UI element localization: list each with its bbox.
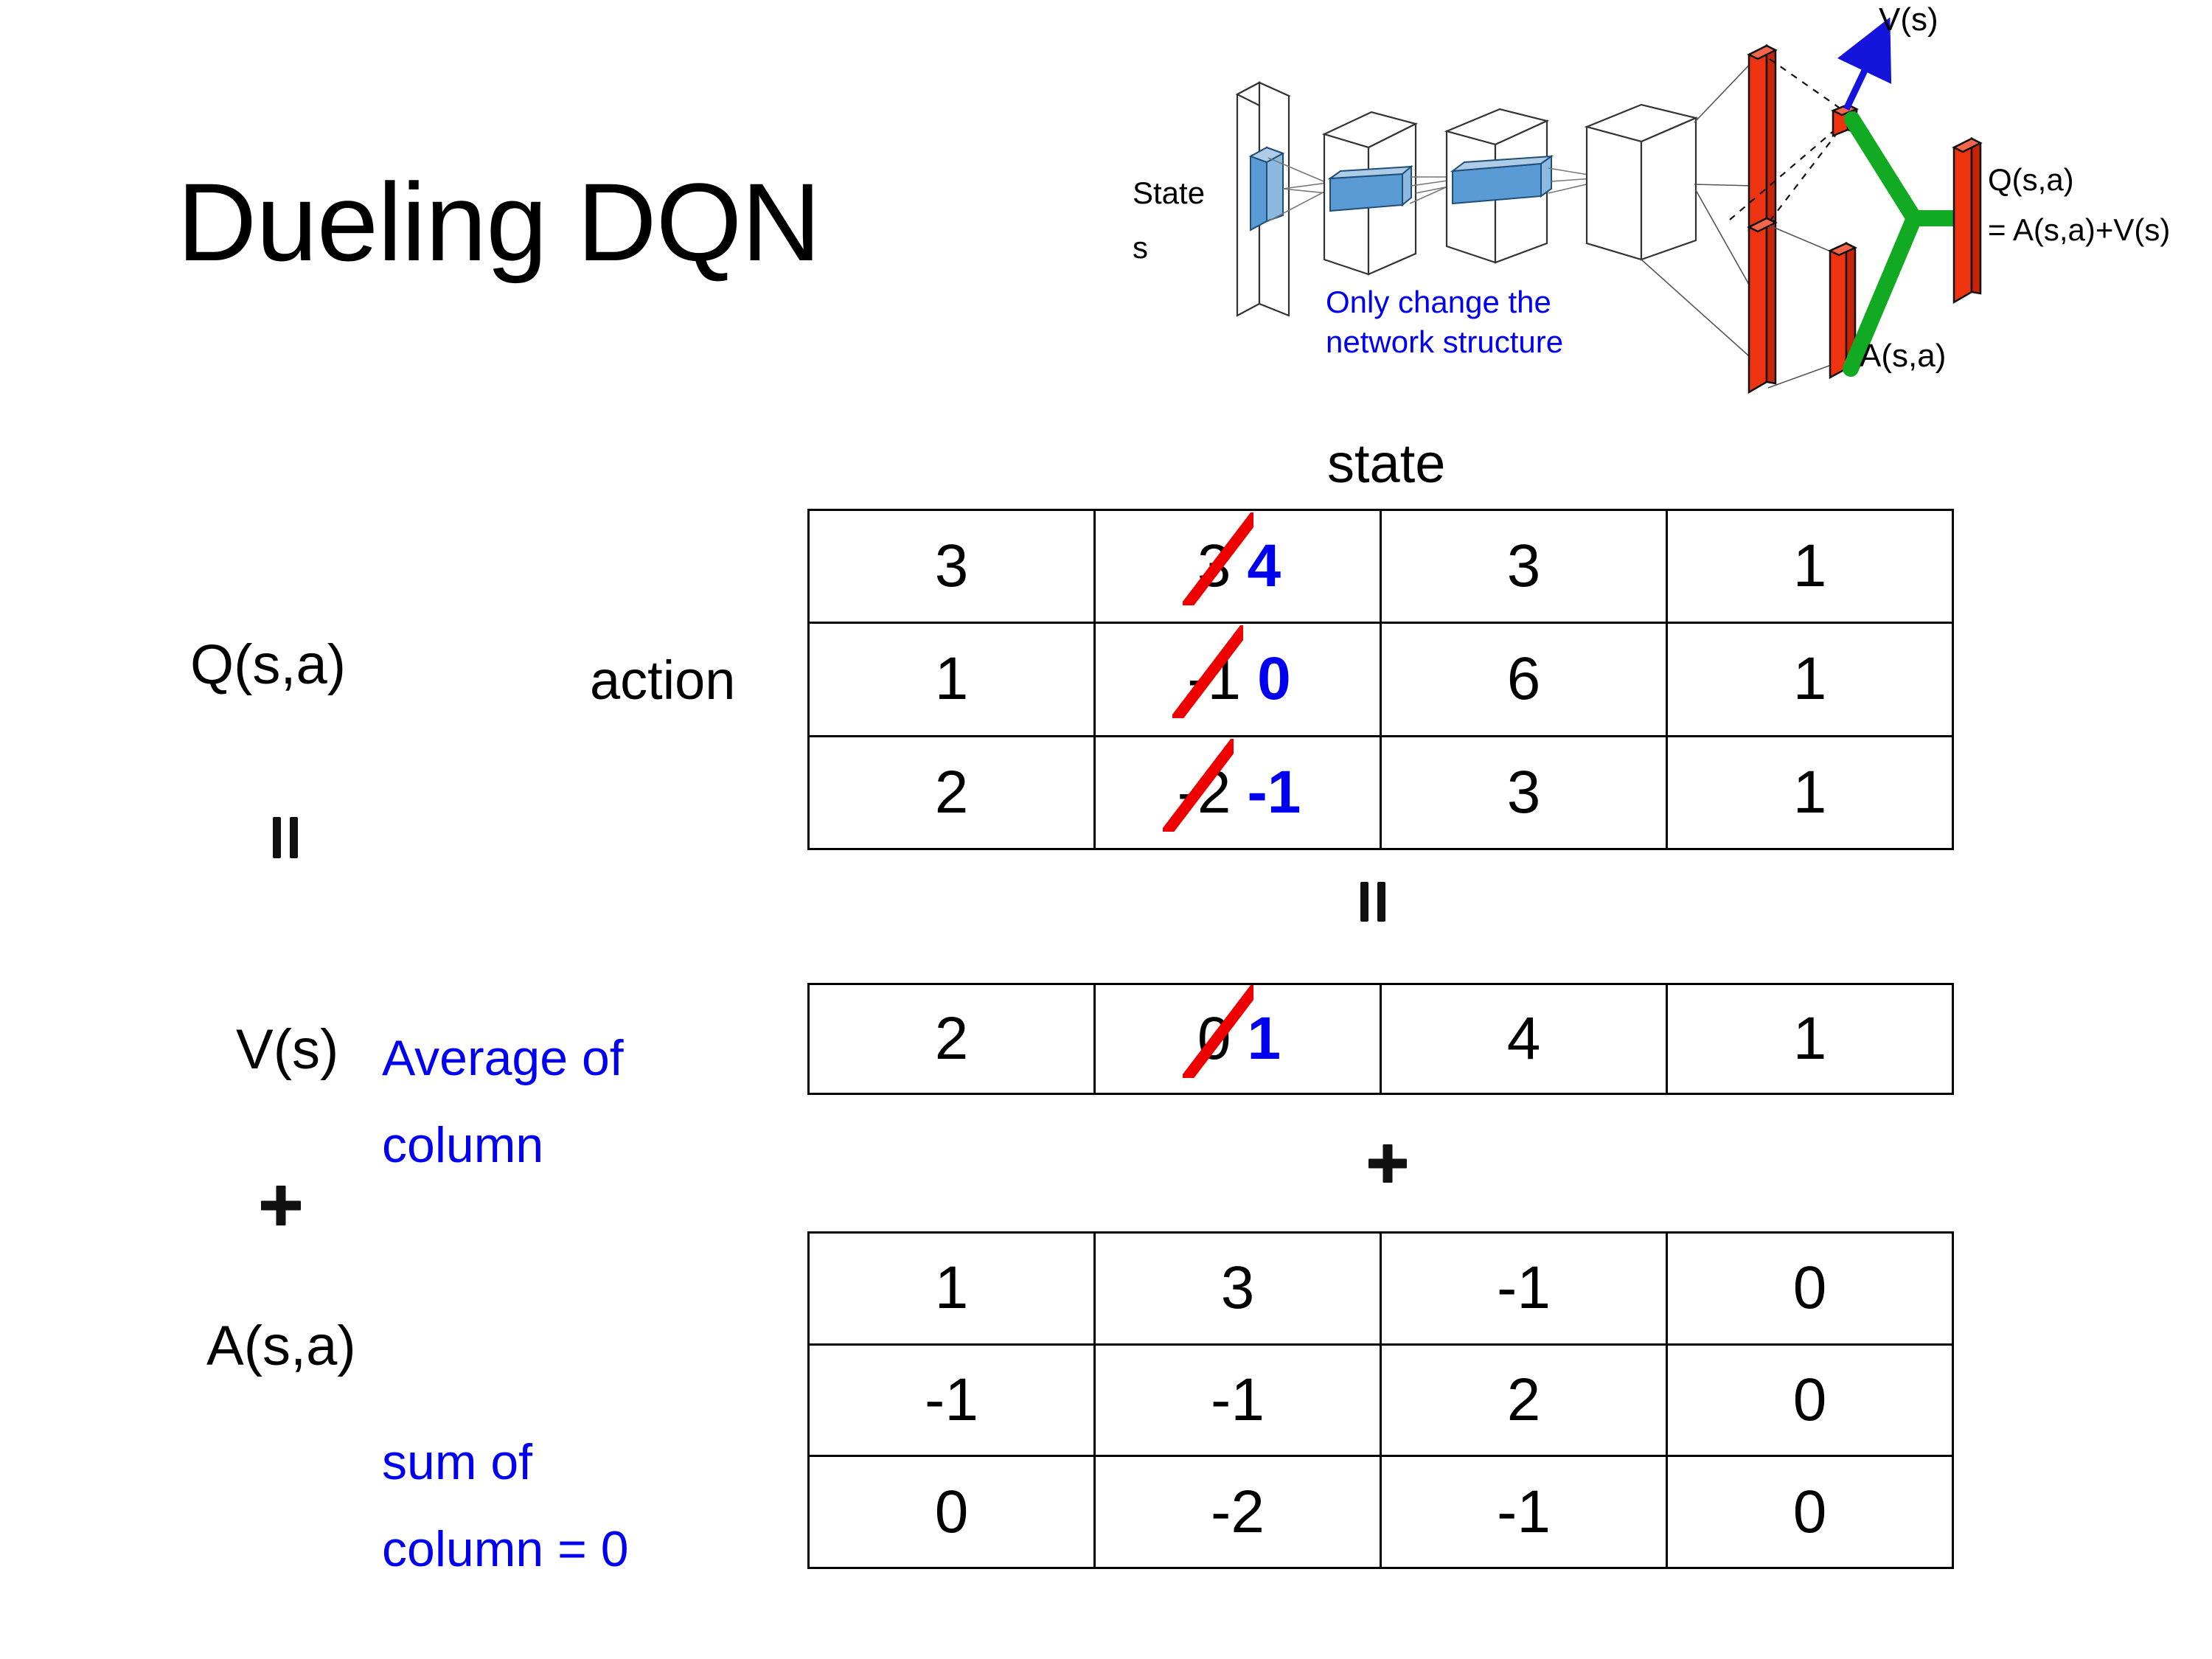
a-cell-r2c2: -1 [1380,1455,1668,1569]
a-cell-r0c2: -1 [1380,1231,1668,1346]
table-row: 2 -2-1 3 1 [807,734,1954,851]
a-cell-r0c0: 1 [807,1231,1096,1346]
conv-cube-3 [1584,103,1699,261]
a-cell-r2c0: 0 [807,1455,1096,1569]
a-cell-r1c0: -1 [807,1343,1096,1458]
a-cell-r0c1: 3 [1093,1231,1382,1346]
new-value: 0 [1257,645,1291,713]
q-cell-r2c0: 2 [807,734,1096,851]
a-cell-r1c3: 0 [1666,1343,1954,1458]
diagram-q-label-line1: Q(s,a) [1988,162,2074,197]
table-row: 0 -2 -1 0 [807,1455,1954,1569]
a-cell-r1c2: 2 [1380,1343,1668,1458]
sum-note-line1: sum of [382,1434,533,1490]
q-cell-r2c2: 3 [1380,734,1668,851]
value-dashed-links [1729,58,1844,222]
a-cell-r2c3: 0 [1666,1455,1954,1569]
dueling-network-diagram: State s Only change the network structur… [1106,0,2212,413]
diagram-note-line1: Only change the [1326,285,1551,319]
a-table: 1 3 -1 0 -1 -1 2 0 0 -2 -1 0 [807,1231,1954,1569]
avg-note-line1: Average of [382,1030,624,1086]
q-cell-r1c2: 6 [1380,622,1668,737]
v-cell-c2: 4 [1380,983,1668,1095]
diagram-state-sublabel: s [1133,230,1148,265]
a-cell-r0c3: 0 [1666,1231,1954,1346]
v-cell-c0: 2 [807,983,1096,1095]
equals-sign-left [273,817,298,858]
plus-sign-left [261,1186,301,1225]
struck-old-value: -2 [1162,738,1234,832]
diagram-note-line2: network structure [1326,324,1564,359]
a-cell-r2c1: -2 [1093,1455,1382,1569]
v-output-arrow-icon [1837,17,1892,111]
new-value: -1 [1247,758,1301,826]
avg-note-line2: column [382,1117,544,1173]
diagram-a-label: A(s,a) [1860,338,1947,374]
conv-filter-2 [1450,155,1554,205]
q-function-label: Q(s,a) [190,633,347,696]
sum-note-line2: column = 0 [382,1521,629,1577]
q-cell-r1c0: 1 [807,622,1096,737]
q-cell-r2c3: 1 [1666,734,1954,851]
struck-old-value: -1 [1172,625,1244,719]
input-filter-icon [1248,146,1285,232]
v-function-label: V(s) [236,1018,339,1081]
conv-filter-1 [1327,164,1413,212]
conv-fan-2 [1409,176,1453,204]
stream-split-lines [1641,58,1756,362]
q-cell-r2c1: -2-1 [1093,734,1382,851]
plus-sign-middle [1368,1144,1407,1183]
new-value: 1 [1247,1005,1281,1072]
network-svg [1235,17,1983,394]
q-output-bar-icon [1952,136,1983,305]
aggregation-merge-icon [1843,111,1972,377]
action-axis-label: action [590,650,736,711]
q-cell-r0c0: 3 [807,508,1096,625]
diagram-state-label: State [1133,175,1206,210]
advantage-links [1767,225,1838,389]
page-title: Dueling DQN [177,160,821,284]
struck-old-value: 3 [1183,512,1253,606]
table-row: -1 -1 2 0 [807,1343,1954,1458]
advantage-stream-bar-icon [1747,216,1778,394]
q-cell-r0c3: 1 [1666,508,1954,625]
struck-old-value: 0 [1183,985,1253,1078]
table-row: 1 3 -1 0 [807,1231,1954,1346]
conv-fan-3 [1548,167,1593,194]
equals-sign-middle [1360,882,1385,922]
v-cell-c3: 1 [1666,983,1954,1095]
new-value: 4 [1247,532,1281,600]
a-function-label: A(s,a) [206,1315,356,1377]
value-stream-bar-icon [1747,44,1778,232]
conv-fan-1 [1267,157,1328,222]
q-cell-r1c3: 1 [1666,622,1954,737]
state-axis-label: state [1327,433,1446,494]
q-cell-r0c2: 3 [1380,508,1668,625]
diagram-q-label-line2: = A(s,a)+V(s) [1988,212,2171,247]
a-cell-r1c1: -1 [1093,1343,1382,1458]
diagram-v-label: V(s) [1879,1,1938,38]
